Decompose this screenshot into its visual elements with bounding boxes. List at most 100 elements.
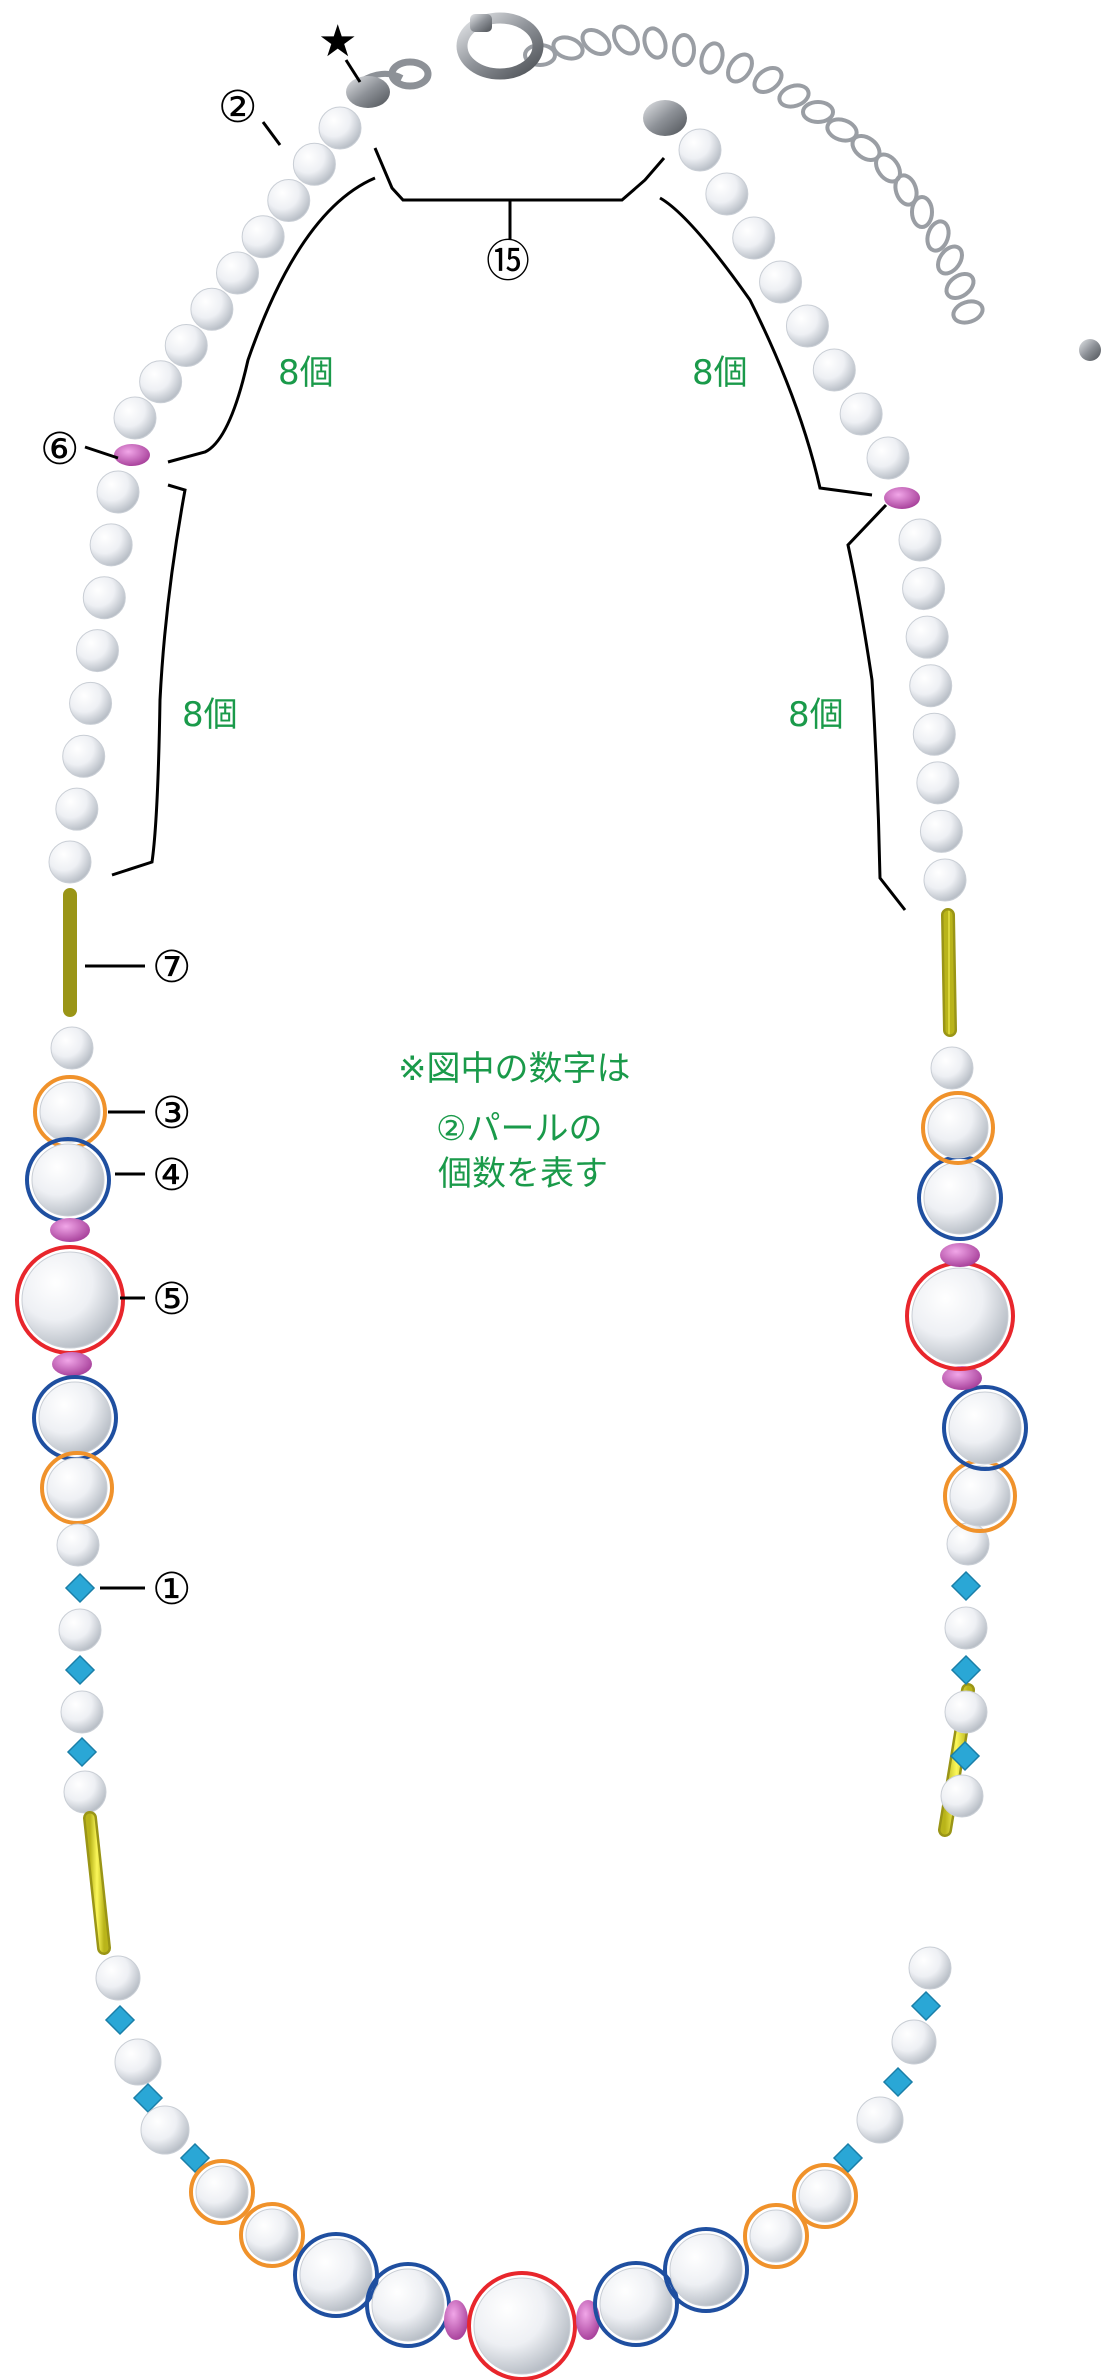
pearl-bead — [245, 2208, 299, 2262]
extender-chain — [523, 24, 1101, 361]
label-bugle: ⑦ — [152, 942, 191, 993]
label-medium-pearl-orange: ③ — [152, 1088, 191, 1139]
chain-link — [612, 24, 640, 56]
chain-link — [944, 272, 976, 300]
pearl-bead — [940, 1774, 984, 1818]
crystal-bead — [950, 1654, 982, 1686]
crystal-bead — [179, 2142, 211, 2174]
chain-link — [551, 35, 585, 61]
spacer-bead — [884, 487, 920, 509]
pearl-bead — [944, 1606, 988, 1650]
chain-drop — [1079, 339, 1101, 361]
count-right-lower: 8個 — [788, 695, 844, 735]
pearl-bead — [599, 2267, 673, 2341]
pearl-bead — [241, 215, 285, 259]
pearl-bead — [63, 1770, 107, 1814]
crystal-bead — [882, 2066, 914, 2098]
note-line-1: ※図中の数字は — [398, 1049, 631, 1089]
pearl-bead — [139, 360, 183, 404]
pearl-bead — [371, 2268, 445, 2342]
pearl-bead — [299, 2238, 373, 2312]
count-left-upper: 8個 — [278, 353, 334, 393]
pearl-bead — [856, 2096, 904, 2144]
pearl-bead — [473, 2277, 571, 2375]
pearl-bead — [812, 348, 856, 392]
spacer-bead — [52, 1352, 92, 1376]
crystal-bead — [950, 1570, 982, 1602]
pearl-bead — [195, 2165, 249, 2219]
pearl-bead — [891, 2019, 937, 2065]
spacer-bead — [942, 1366, 982, 1390]
bugle-bead-core — [943, 910, 955, 1035]
pearl-bead — [164, 324, 208, 367]
pearl-bead — [75, 629, 119, 673]
leader-lines — [84, 59, 362, 1590]
pearl-bead — [60, 1690, 104, 1734]
pearl-bead — [113, 396, 157, 440]
pearl-bead — [908, 1946, 952, 1990]
pearl-bead — [759, 260, 803, 304]
pearl-bead — [923, 858, 967, 902]
chain-link — [801, 100, 835, 124]
pearl-bead — [21, 1251, 119, 1349]
end-cap-right — [643, 100, 687, 136]
pearl-bead — [216, 251, 259, 295]
pearl-bead — [46, 1457, 108, 1519]
pearl-bead — [798, 2169, 852, 2223]
pearl-ring — [663, 2227, 749, 2313]
pearl-ring — [40, 1451, 114, 1525]
pearl-bead — [50, 1026, 94, 1070]
label-spacer: ⑥ — [40, 424, 79, 475]
pearl-bead — [911, 1267, 1009, 1365]
pearl-bead — [732, 216, 776, 260]
chain-link — [726, 52, 754, 84]
pearl-ring — [942, 1385, 1028, 1471]
bead-strand — [15, 106, 1028, 2380]
crystal-bead — [64, 1654, 96, 1686]
chain-link — [951, 299, 985, 325]
pearl-bead — [898, 518, 942, 562]
chain-link — [752, 66, 784, 94]
pearl-bead — [48, 840, 92, 884]
chain-link — [925, 219, 951, 253]
lobster-clasp — [358, 12, 544, 90]
spacer-bead — [940, 1243, 980, 1267]
label-crystal-bead: ① — [152, 1564, 191, 1615]
pearl-bead — [866, 436, 910, 480]
pearl-bead — [923, 1161, 997, 1235]
pearl-bead — [55, 787, 99, 831]
note-line-3: 個数を表す — [438, 1154, 608, 1194]
star-marker: ★ — [318, 16, 357, 67]
label-large-pearl-red: ⑤ — [152, 1274, 191, 1325]
crystal-bead — [949, 1740, 981, 1772]
pearl-bead — [31, 1143, 105, 1217]
pearl-ring — [293, 2232, 379, 2318]
pearl-ring — [467, 2271, 577, 2380]
pearl-bead — [190, 287, 234, 331]
pearl-bead — [89, 523, 133, 567]
pearl-bead — [96, 470, 140, 514]
label-clasp-pearl: ② — [218, 82, 257, 133]
pearl-bead — [39, 1081, 101, 1143]
chain-link — [893, 173, 919, 207]
pearl-bead — [56, 1523, 100, 1567]
pearl-bead — [95, 1955, 141, 2001]
crystal-bead — [910, 1990, 942, 2022]
crystal-bead — [66, 1736, 98, 1768]
spacer-bead — [114, 444, 150, 466]
label-clasp-gap: ⑮ — [486, 236, 530, 287]
bugle-bead-core — [85, 1813, 109, 1953]
chain-link — [699, 41, 725, 75]
pearl-bead — [927, 1097, 989, 1159]
chain-link — [825, 117, 859, 143]
pearl-bead — [902, 567, 946, 611]
pearl-bead — [58, 1608, 102, 1652]
pearl-bead — [839, 392, 883, 436]
pearl-bead — [267, 179, 311, 222]
pearl-bead — [62, 734, 106, 778]
note-line-2: ②パールの — [436, 1109, 602, 1149]
pearl-bead — [669, 2233, 743, 2307]
pearl-bead — [785, 304, 829, 348]
pearl-ring — [239, 2202, 305, 2268]
